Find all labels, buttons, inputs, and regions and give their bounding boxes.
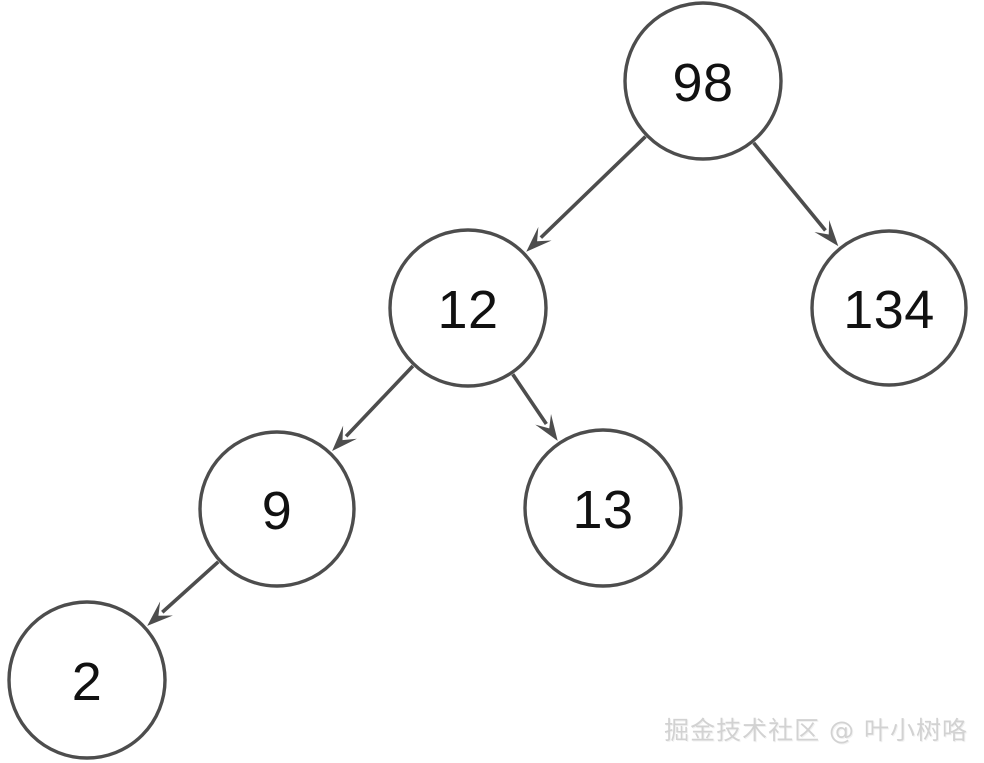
edge-line [752,141,827,232]
watermark-text: 掘金技术社区 @ 叶小树咯 [664,716,968,745]
node-circle[interactable] [623,1,783,161]
node-value-label: 98 [672,53,733,113]
edges-layer [147,135,839,626]
node-circle[interactable] [7,600,167,760]
node-circle[interactable] [388,228,548,388]
node-value-label: 13 [572,480,633,540]
tree-node-12[interactable]: 12 [388,228,548,388]
node-circle[interactable] [810,229,968,387]
edge-line [511,373,548,426]
edge-line [344,364,415,438]
tree-node-98[interactable]: 98 [623,1,783,161]
node-circle[interactable] [198,430,356,588]
node-value-label: 2 [72,652,103,712]
tree-node-2[interactable]: 2 [7,600,167,760]
tree-node-13[interactable]: 13 [523,428,683,588]
edge-arrowhead [526,226,552,252]
tree-edge-left [332,364,415,452]
tree-node-9[interactable]: 9 [198,430,356,588]
node-value-label: 12 [437,280,498,340]
edge-line [539,135,647,239]
edge-arrowhead [332,425,357,452]
tree-edge-left [526,135,647,252]
edge-arrowhead [147,601,173,626]
nodes-layer: 98 12 134 9 13 2 [7,1,968,760]
edge-arrowhead [535,413,558,441]
tree-node-134[interactable]: 134 [810,229,968,387]
tree-edge-left [147,560,220,626]
tree-edge-right [752,141,839,247]
node-value-label: 134 [843,280,935,340]
node-value-label: 9 [262,481,293,541]
edge-arrowhead [814,219,839,247]
tree-edge-right [511,373,558,441]
edge-line [161,560,220,614]
node-circle[interactable] [523,428,683,588]
